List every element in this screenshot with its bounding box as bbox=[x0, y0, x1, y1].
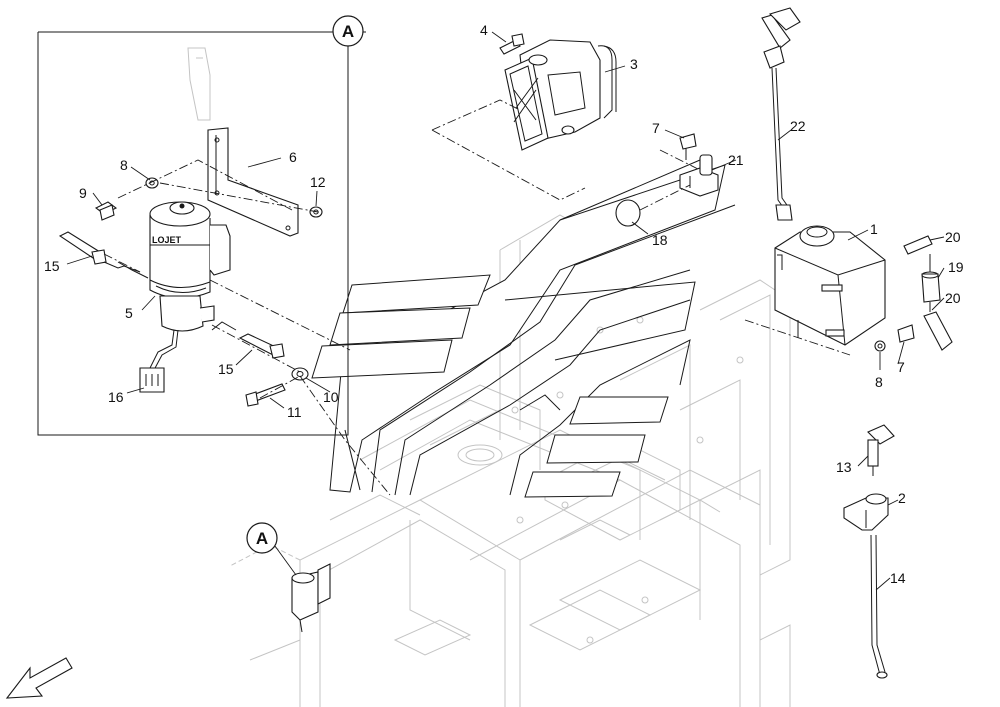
bracket-ghost bbox=[187, 47, 211, 121]
callout-9: 9 bbox=[79, 185, 87, 201]
callout-11: 11 bbox=[287, 404, 302, 420]
reservoir-part-3 bbox=[431, 39, 617, 201]
wire-harness-part-16 bbox=[139, 329, 179, 393]
hose-part-20-upper bbox=[903, 235, 933, 255]
tank-part-1 bbox=[744, 225, 886, 356]
grommet-part-18 bbox=[615, 184, 691, 227]
callout-7-upper: 7 bbox=[652, 120, 660, 136]
callout-8-detail: 8 bbox=[120, 157, 128, 173]
hose-part-20-lower bbox=[923, 311, 953, 351]
callout-12: 12 bbox=[310, 174, 326, 190]
washer-part-8-right bbox=[874, 340, 886, 352]
callout-20-upper: 20 bbox=[945, 229, 961, 245]
detail-a-reference-badge: A bbox=[246, 522, 297, 576]
hose-part-22 bbox=[761, 7, 801, 221]
callout-numbers: 6 8 9 12 15 5 16 15 11 10 4 3 7 21 18 22… bbox=[44, 22, 964, 586]
bolt-part-7-upper bbox=[659, 133, 701, 171]
banjo-bolt-part-15-left bbox=[58, 231, 149, 279]
fitting-part-13 bbox=[867, 424, 895, 476]
callout-13: 13 bbox=[836, 459, 852, 475]
callout-7-right: 7 bbox=[897, 359, 905, 375]
callout-3: 3 bbox=[630, 56, 638, 72]
callout-21: 21 bbox=[728, 152, 744, 168]
front-cover-panel bbox=[311, 159, 736, 498]
bolt-part-4 bbox=[499, 33, 525, 55]
callout-15-right: 15 bbox=[218, 361, 234, 377]
callout-5: 5 bbox=[125, 305, 133, 321]
detail-centerlines bbox=[103, 159, 391, 496]
direction-arrow-icon bbox=[5, 657, 73, 699]
pump-brand-label: LOJET bbox=[152, 235, 182, 245]
callout-15-left: 15 bbox=[44, 258, 60, 274]
callout-20-lower: 20 bbox=[945, 290, 961, 306]
washer-part-10 bbox=[291, 367, 309, 381]
clamp-bracket-part-2 bbox=[843, 493, 889, 531]
filter-part-19 bbox=[921, 254, 941, 312]
detail-a-badge: A bbox=[332, 15, 364, 47]
pump-location-view bbox=[291, 563, 331, 633]
callout-14: 14 bbox=[890, 570, 906, 586]
banjo-bolt-part-15-right bbox=[211, 321, 285, 359]
callout-22: 22 bbox=[790, 118, 806, 134]
screw-part-9 bbox=[94, 201, 118, 221]
bolt-part-7-right bbox=[897, 324, 915, 343]
callout-18: 18 bbox=[652, 232, 668, 248]
callout-16: 16 bbox=[108, 389, 124, 405]
detail-a-letter: A bbox=[342, 22, 354, 41]
callout-10: 10 bbox=[323, 389, 339, 405]
callout-4: 4 bbox=[480, 22, 488, 38]
callout-1: 1 bbox=[870, 221, 878, 237]
callout-19: 19 bbox=[948, 259, 964, 275]
callout-2: 2 bbox=[898, 490, 906, 506]
mounting-bracket-part-6 bbox=[207, 127, 299, 237]
valve-bracket-part-21 bbox=[679, 154, 719, 197]
fuel-pump-part-5: LOJET bbox=[149, 201, 231, 332]
tube-part-14 bbox=[870, 534, 888, 679]
callout-8-right: 8 bbox=[875, 374, 883, 390]
bolt-part-11 bbox=[245, 383, 286, 407]
callout-6: 6 bbox=[289, 149, 297, 165]
detail-a-ref-letter: A bbox=[256, 529, 268, 548]
leader-lines bbox=[66, 31, 945, 591]
